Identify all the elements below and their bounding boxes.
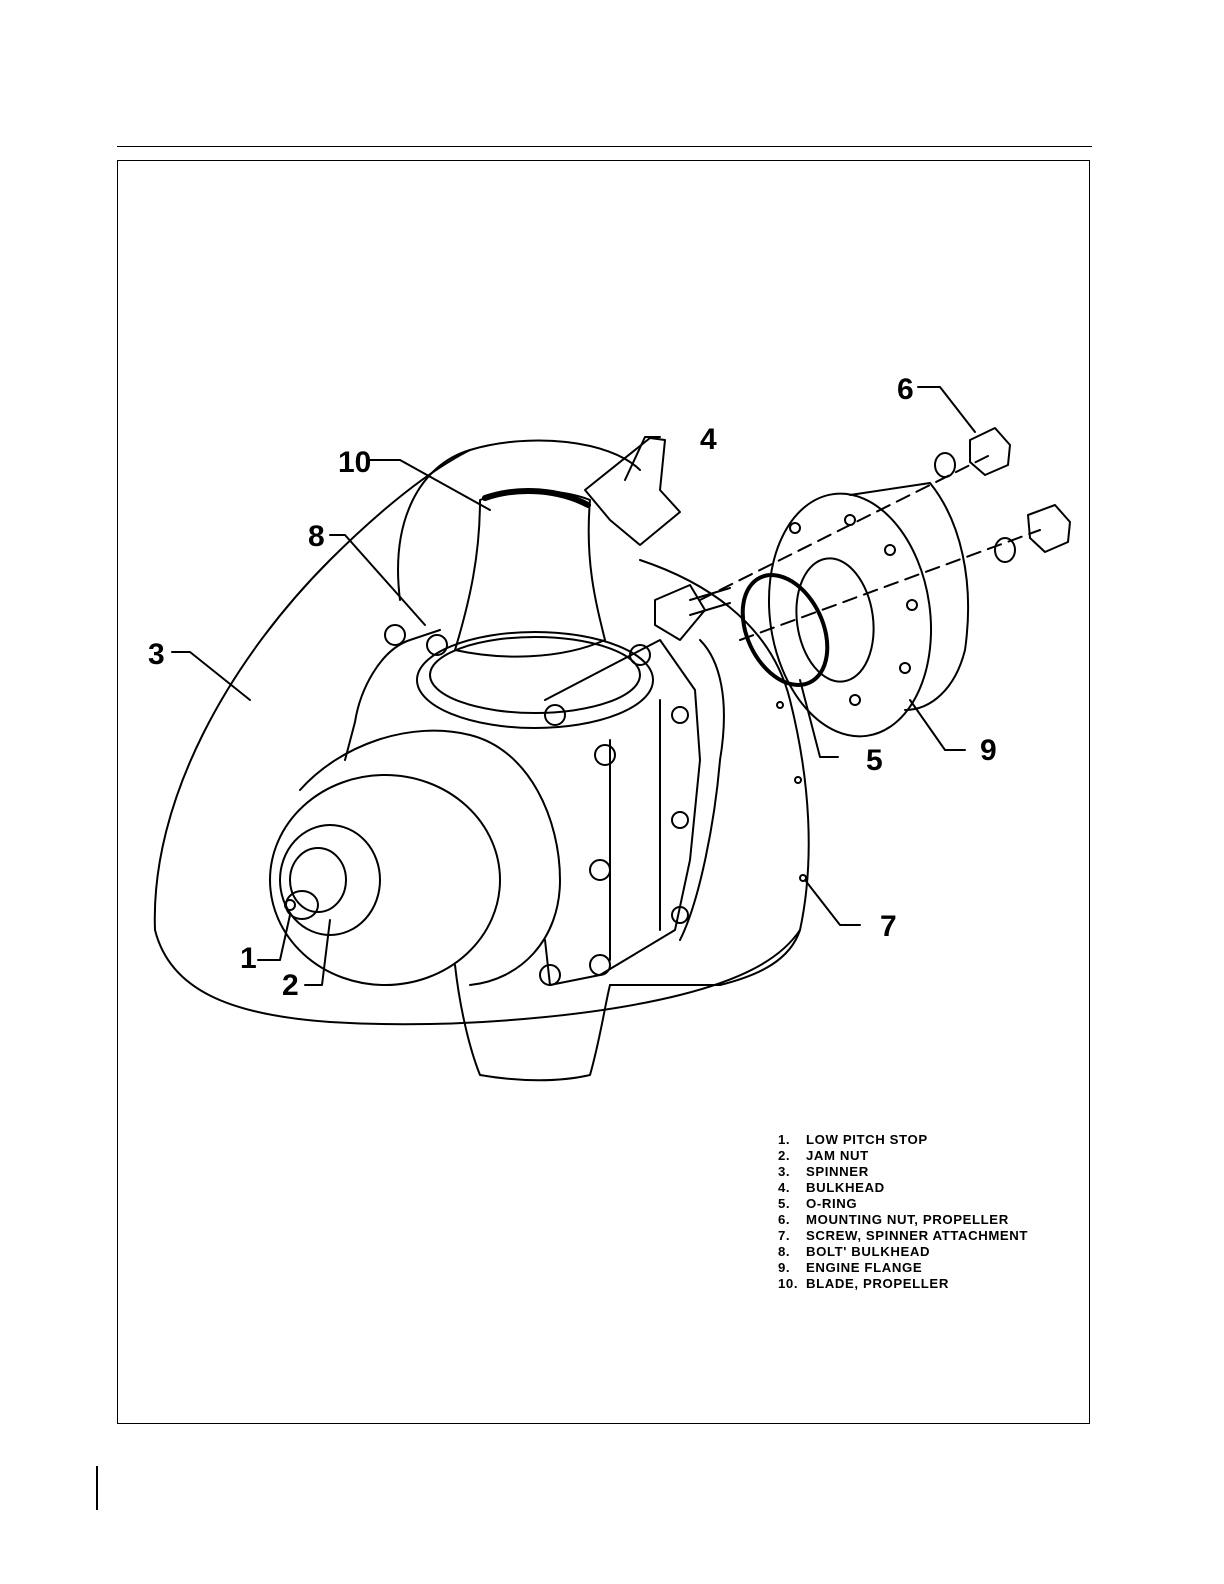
- callout-3: 3: [148, 638, 165, 671]
- legend-item: 1.LOW PITCH STOP: [778, 1132, 928, 1148]
- callout-7: 7: [880, 910, 897, 943]
- callout-9: 9: [980, 734, 997, 767]
- legend-item: 2.JAM NUT: [778, 1148, 869, 1164]
- callout-4: 4: [700, 423, 717, 456]
- callout-8: 8: [308, 520, 325, 553]
- callout-2: 2: [282, 969, 299, 1002]
- legend-item: 5.O-RING: [778, 1196, 857, 1212]
- callout-labels: 1 2 3 4 5 6 7 8 9 10: [148, 373, 997, 1002]
- callout-1: 1: [240, 942, 257, 975]
- callout-6: 6: [897, 373, 914, 406]
- legend-item: 8.BOLT' BULKHEAD: [778, 1244, 930, 1260]
- mounting-nut-upper: [970, 428, 1010, 475]
- callout-10: 10: [338, 446, 371, 479]
- legend-item: 7.SCREW, SPINNER ATTACHMENT: [778, 1228, 1028, 1244]
- legend-item: 6.MOUNTING NUT, PROPELLER: [778, 1212, 1009, 1228]
- legend-item: 3.SPINNER: [778, 1164, 869, 1180]
- mounting-nut-lower: [1028, 505, 1070, 552]
- callout-5: 5: [866, 744, 883, 777]
- legend-item: 10.BLADE, PROPELLER: [778, 1276, 949, 1292]
- hub-dome: [270, 775, 500, 985]
- legend-item: 9.ENGINE FLANGE: [778, 1260, 922, 1276]
- legend-item: 4.BULKHEAD: [778, 1180, 885, 1196]
- bulkhead-plate: [398, 440, 809, 985]
- bulkhead-tab: [585, 438, 680, 545]
